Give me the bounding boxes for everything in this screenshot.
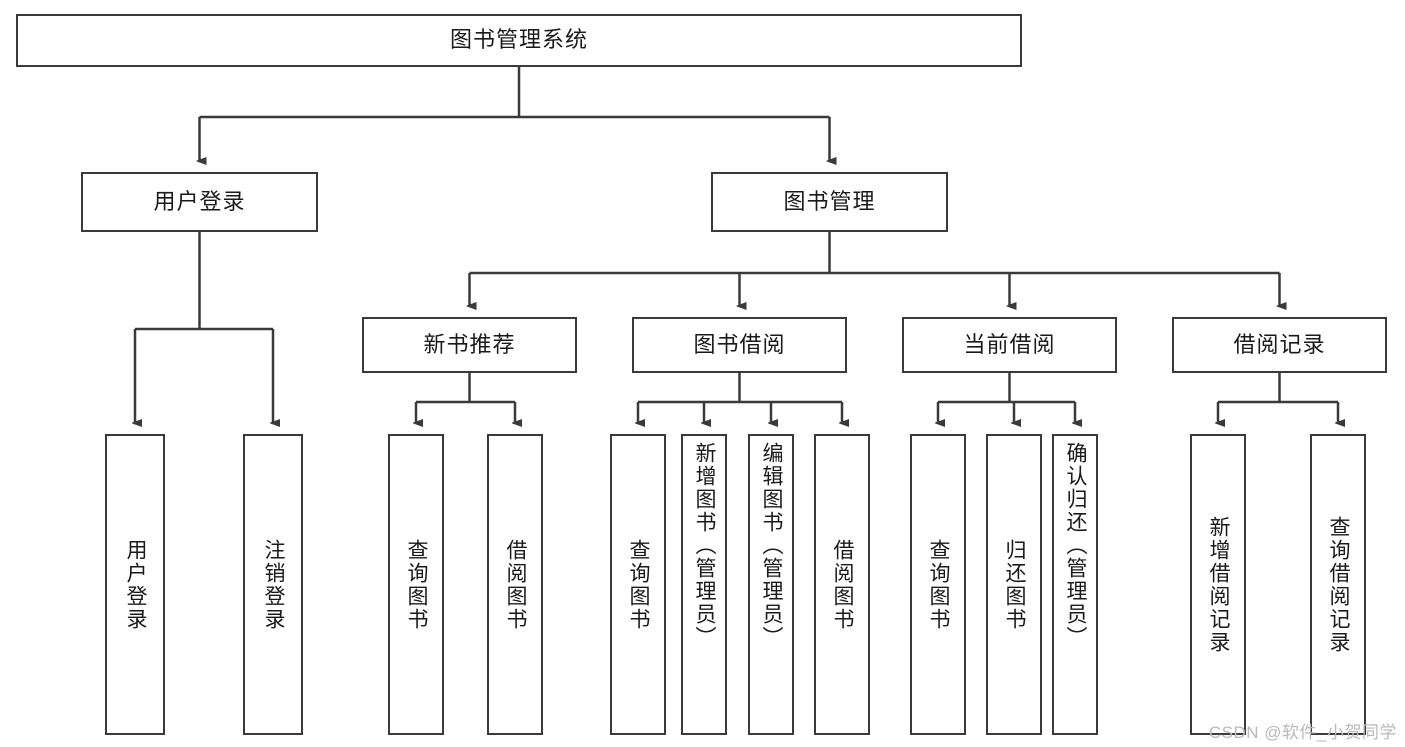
node-label: 用户登录 bbox=[124, 538, 148, 631]
leaf-user-login[interactable]: 用户登录 bbox=[105, 434, 165, 735]
node-label: 查询借阅记录 bbox=[1327, 515, 1351, 654]
node-label: 编辑图书（管理员） bbox=[760, 442, 784, 649]
leaf-borrow-book-recommendation[interactable]: 借阅图书 bbox=[487, 434, 543, 735]
node-label: 图书管理系统 bbox=[449, 27, 588, 53]
csdn-watermark: CSDN @软件_小贺同学 bbox=[1208, 723, 1397, 742]
node-label: 借阅图书 bbox=[504, 538, 528, 631]
leaf-user-logout[interactable]: 注销登录 bbox=[243, 434, 303, 735]
leaf-query-borrow-record[interactable]: 查询借阅记录 bbox=[1310, 434, 1366, 735]
node-book-management[interactable]: 图书管理 bbox=[711, 172, 948, 232]
leaf-edit-book-admin[interactable]: 编辑图书（管理员） bbox=[748, 434, 794, 735]
leaf-borrow-book[interactable]: 借阅图书 bbox=[814, 434, 870, 735]
node-label: 图书借阅 bbox=[693, 331, 786, 357]
leaf-query-book-recommendation[interactable]: 查询图书 bbox=[388, 434, 444, 735]
node-label: 当前借阅 bbox=[963, 331, 1056, 357]
node-label: 新增借阅记录 bbox=[1207, 515, 1231, 654]
node-label: 借阅图书 bbox=[831, 538, 855, 631]
node-book-borrowing[interactable]: 图书借阅 bbox=[632, 317, 847, 373]
node-label: 借阅记录 bbox=[1233, 331, 1326, 357]
node-label: 用户登录 bbox=[153, 188, 246, 214]
node-label: 归还图书 bbox=[1003, 538, 1027, 631]
node-label: 图书管理 bbox=[783, 188, 876, 214]
node-label: 新增图书（管理员） bbox=[693, 442, 717, 649]
node-root[interactable]: 图书管理系统 bbox=[16, 14, 1022, 67]
node-label: 查询图书 bbox=[405, 538, 429, 631]
node-current-borrowing[interactable]: 当前借阅 bbox=[902, 317, 1117, 373]
leaf-query-book-current[interactable]: 查询图书 bbox=[910, 434, 966, 735]
node-borrowing-record[interactable]: 借阅记录 bbox=[1172, 317, 1387, 373]
leaf-query-book-borrowing[interactable]: 查询图书 bbox=[610, 434, 666, 735]
leaf-confirm-return-admin[interactable]: 确认归还（管理员） bbox=[1052, 434, 1098, 735]
leaf-add-book-admin[interactable]: 新增图书（管理员） bbox=[681, 434, 727, 735]
node-label: 确认归还（管理员） bbox=[1064, 442, 1088, 649]
node-user-login[interactable]: 用户登录 bbox=[81, 172, 318, 232]
node-label: 查询图书 bbox=[627, 538, 651, 631]
leaf-add-borrow-record[interactable]: 新增借阅记录 bbox=[1190, 434, 1246, 735]
node-label: 查询图书 bbox=[927, 538, 951, 631]
node-label: 注销登录 bbox=[262, 538, 286, 631]
node-label: 新书推荐 bbox=[423, 331, 516, 357]
node-new-book-recommendation[interactable]: 新书推荐 bbox=[362, 317, 577, 373]
leaf-return-book[interactable]: 归还图书 bbox=[986, 434, 1042, 735]
